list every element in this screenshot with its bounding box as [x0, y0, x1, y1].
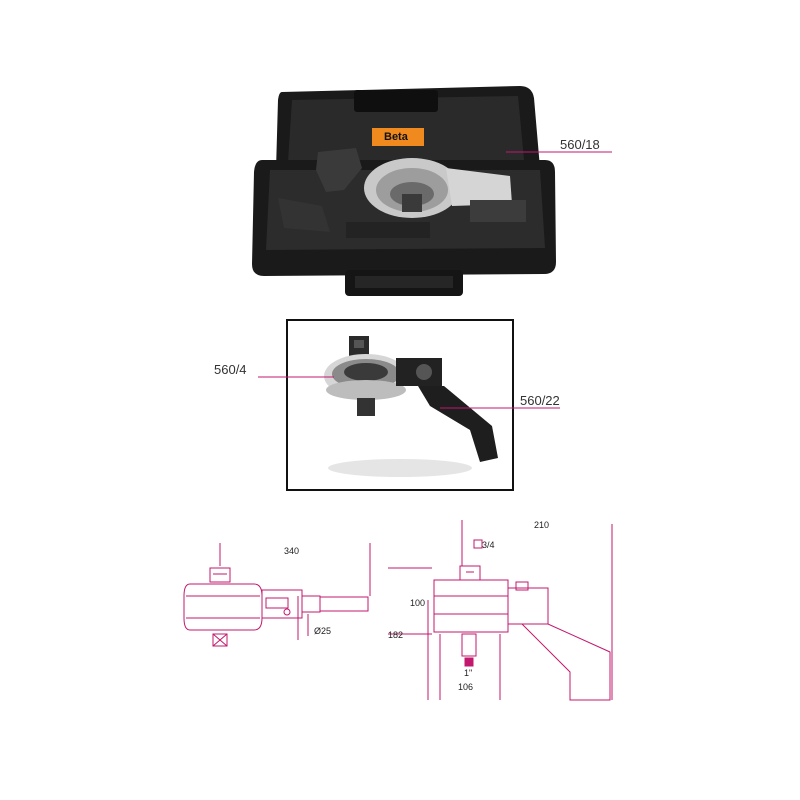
dimension-extension-diameter: Ø25	[314, 626, 332, 636]
brand-label-plate	[372, 128, 424, 146]
dimension-body-diameter: 106	[458, 682, 474, 692]
dimension-output-drive: 1"	[464, 668, 473, 678]
dimension-height-total: 182	[388, 630, 404, 640]
carrying-case	[252, 86, 556, 296]
dimension-height-top: 100	[410, 598, 426, 608]
callout-case-set: 560/18	[560, 137, 600, 152]
drawing-front-view	[388, 520, 613, 701]
product-frame	[286, 319, 514, 491]
callout-multiplier: 560/4	[214, 362, 247, 377]
dimension-input-drive: 3/4	[482, 540, 495, 550]
dimension-width: 210	[534, 520, 550, 530]
multiplier-with-arm	[324, 336, 498, 477]
brand-logo-text: Beta	[384, 131, 408, 143]
dimension-length: 340	[284, 546, 300, 556]
callout-reaction-arm: 560/22	[520, 393, 560, 408]
drawing-side-view	[183, 543, 371, 647]
